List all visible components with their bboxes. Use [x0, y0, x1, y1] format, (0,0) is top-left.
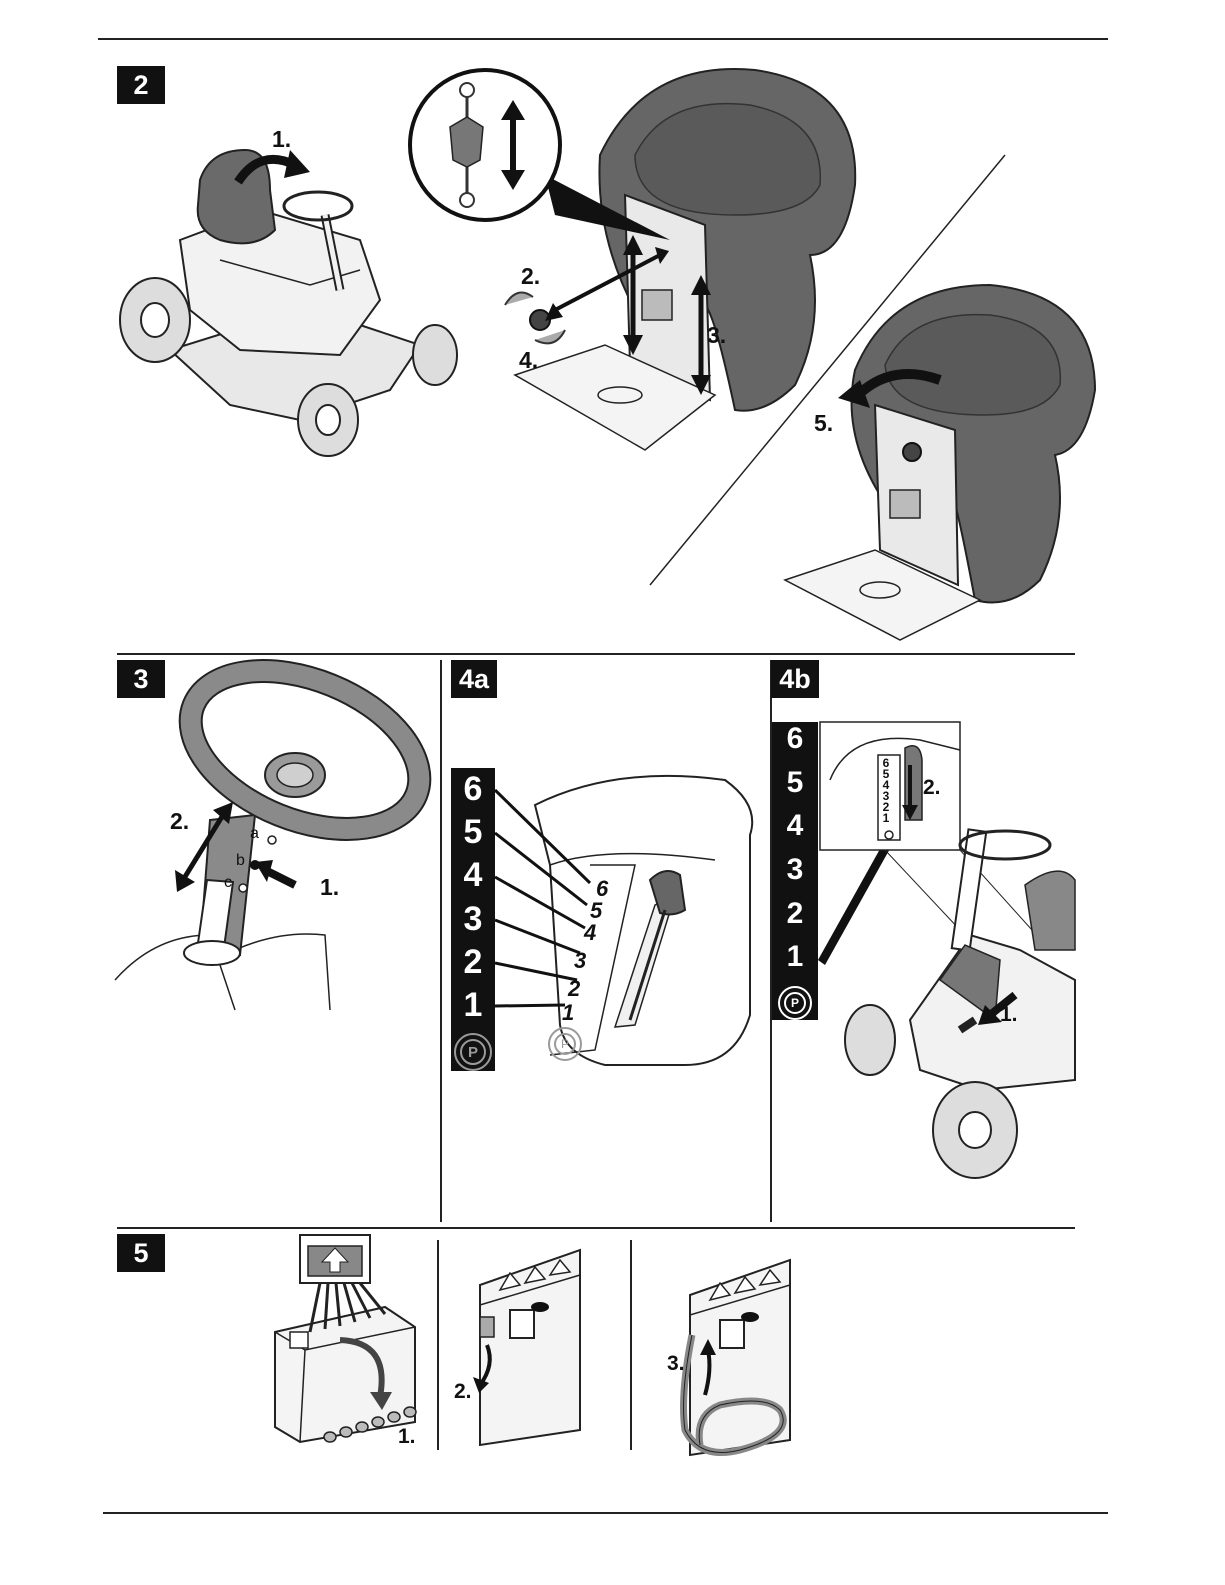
- hole-label-b: b: [236, 852, 245, 870]
- step-4-label: 4.: [519, 347, 538, 374]
- gear-2: 2: [464, 943, 483, 986]
- gear-3: 3: [464, 900, 483, 943]
- column-divider: [630, 1240, 632, 1450]
- section-badge: 2: [117, 66, 165, 104]
- section-badge: 4a: [451, 660, 497, 698]
- seat-fold-illustration: [780, 280, 1110, 650]
- lever-mark-4: 4: [584, 922, 608, 944]
- step-5-label: 5.: [814, 410, 833, 437]
- zoom-marks: 6 5 4 3 2 1: [879, 758, 893, 824]
- hole-label-c: c: [224, 874, 232, 892]
- lever-mark-2: 2: [568, 978, 608, 1000]
- gear-4: 4: [787, 809, 804, 853]
- section-badge: 4b: [771, 660, 819, 698]
- lever-mark-5: 5: [590, 900, 608, 922]
- step-2-label: 2.: [454, 1380, 472, 1404]
- lever-mark-3: 3: [574, 950, 608, 972]
- gear-4: 4: [464, 856, 483, 899]
- battery-caps-illustration: [270, 1232, 440, 1452]
- zoom-mark-1: 1: [879, 813, 893, 824]
- step-1-label: 1.: [320, 874, 339, 901]
- gear-lever-illustration: [495, 765, 765, 1085]
- tractor-lever-illustration: [810, 720, 1075, 1180]
- gear-scale: 6 5 4 3 2 1 P: [451, 768, 495, 1071]
- step-2-label: 2.: [923, 776, 941, 800]
- lever-marks: 6 5 4 3 2 1: [570, 878, 608, 1024]
- park-icon: P: [548, 1027, 582, 1061]
- section-badge: 5: [117, 1234, 165, 1272]
- park-icon: P: [454, 1033, 492, 1071]
- column-divider: [440, 660, 442, 1222]
- battery-terminal-illustration: [455, 1245, 585, 1445]
- gear-2: 2: [787, 897, 804, 941]
- step-1-label: 1.: [272, 126, 291, 153]
- gear-1: 1: [464, 986, 483, 1029]
- gear-5: 5: [787, 766, 804, 810]
- top-rule: [98, 38, 1108, 40]
- step-1-label: 1.: [1000, 1003, 1018, 1027]
- lever-mark-6: 6: [596, 878, 608, 900]
- section-rule: [117, 653, 1075, 655]
- lever-mark-1: 1: [562, 1002, 608, 1024]
- step-2-label: 2.: [170, 808, 189, 835]
- section-rule: [117, 1227, 1075, 1229]
- column-divider: [437, 1240, 439, 1450]
- gear-6: 6: [464, 770, 483, 813]
- hole-label-a: a: [250, 825, 259, 843]
- gear-1: 1: [787, 940, 804, 984]
- gear-6: 6: [787, 722, 804, 766]
- step-2-label: 2.: [521, 263, 540, 290]
- steering-wheel-illustration: [115, 670, 435, 1030]
- park-icon: P: [778, 986, 812, 1020]
- gear-5: 5: [464, 813, 483, 856]
- step-1-label: 1.: [398, 1425, 416, 1449]
- gear-3: 3: [787, 853, 804, 897]
- bottom-rule: [103, 1512, 1108, 1514]
- step-3-label: 3.: [667, 1352, 685, 1376]
